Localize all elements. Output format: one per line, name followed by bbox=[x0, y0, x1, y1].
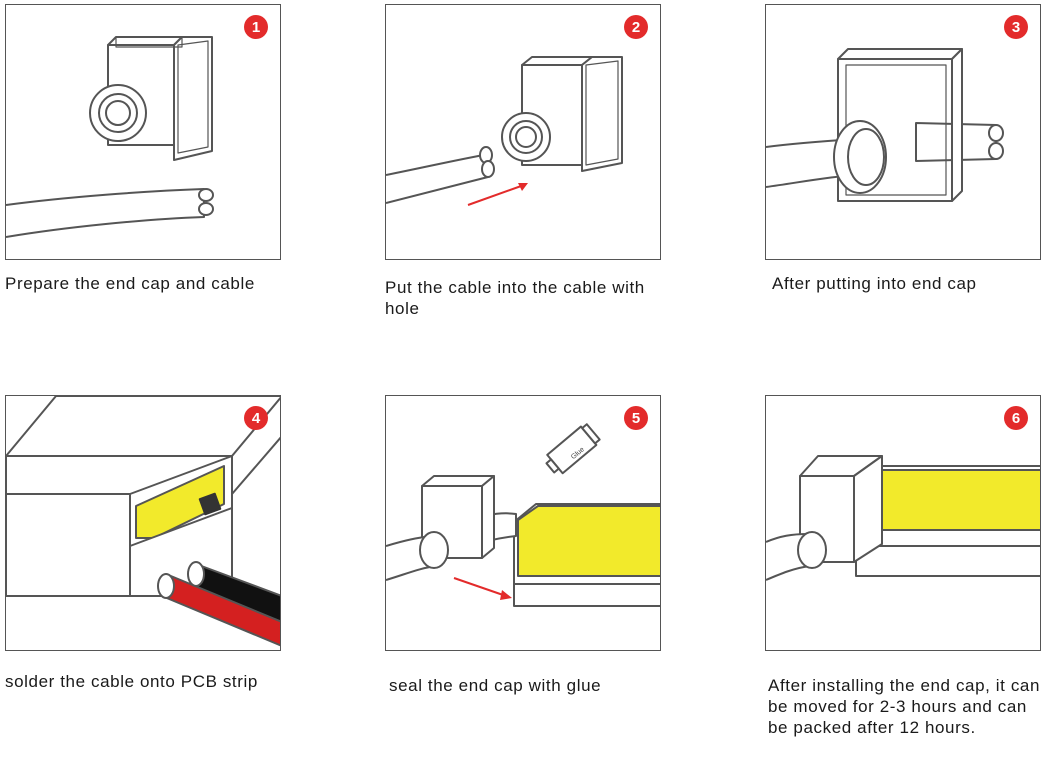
step-number-badge: 1 bbox=[244, 15, 268, 39]
step-1-panel: 1 bbox=[5, 4, 281, 260]
cable-in-cap-illustration bbox=[766, 48, 1004, 202]
step-3-caption: After putting into end cap bbox=[772, 274, 977, 293]
step-6-panel: 6 bbox=[765, 395, 1041, 651]
step-6-caption: After installing the end cap, it can be … bbox=[768, 676, 1041, 737]
installed-end-cap-illustration bbox=[766, 455, 1040, 581]
end-cap-and-cable-illustration bbox=[6, 36, 214, 238]
step-2-caption: Put the cable into the cable with hole bbox=[385, 278, 645, 318]
step-number-badge: 5 bbox=[624, 406, 648, 430]
step-number-badge: 6 bbox=[1004, 406, 1028, 430]
step-5-caption: seal the end cap with glue bbox=[389, 676, 602, 695]
step-number-badge: 3 bbox=[1004, 15, 1028, 39]
step-3-panel: 3 bbox=[765, 4, 1041, 260]
solder-cable-illustration bbox=[6, 396, 280, 647]
step-2-panel: 2 bbox=[385, 4, 661, 260]
seal-with-glue-illustration: Glue bbox=[386, 423, 660, 607]
cable-into-cap-illustration bbox=[386, 56, 623, 206]
step-1-caption: Prepare the end cap and cable bbox=[5, 274, 255, 293]
step-4-caption: solder the cable onto PCB strip bbox=[5, 672, 258, 691]
step-4-panel: 4 bbox=[5, 395, 281, 651]
step-5-panel: Glue 5 bbox=[385, 395, 661, 651]
step-number-badge: 2 bbox=[624, 15, 648, 39]
step-number-badge: 4 bbox=[244, 406, 268, 430]
